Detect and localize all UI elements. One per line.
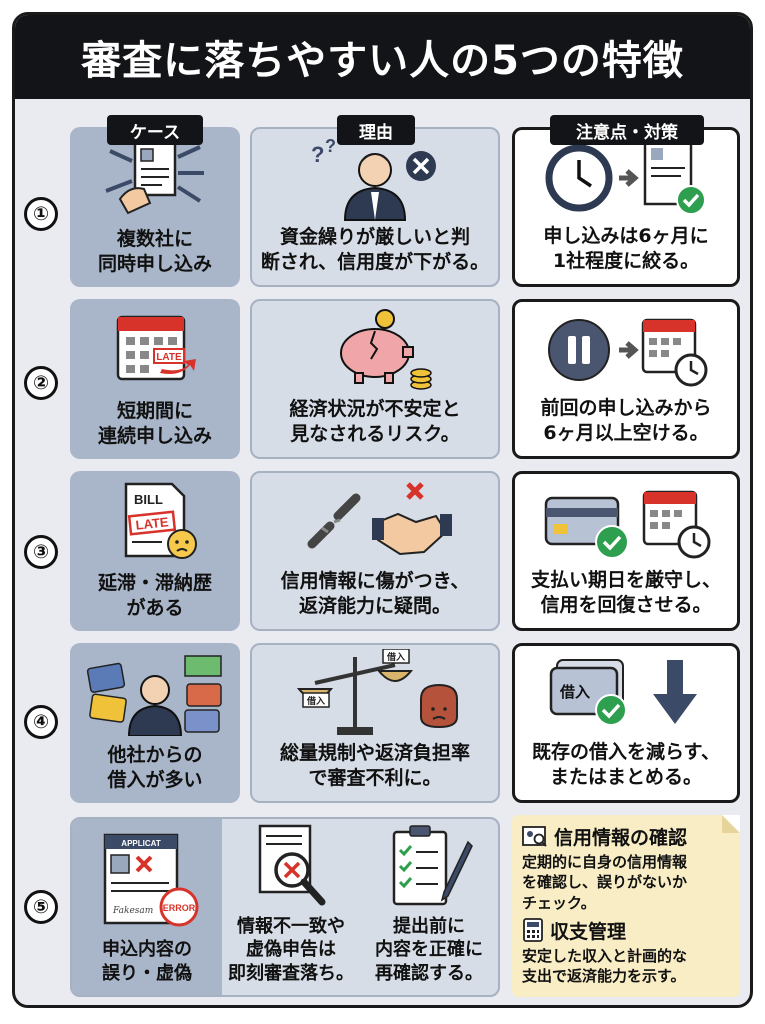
svg-text:?: ?: [311, 142, 324, 167]
reason-card-4: 借入 借入 総量規制や返済負担率 で審査不利に。: [250, 643, 500, 803]
application-error-icon: APPLICAT Fakesam ERROR: [103, 833, 199, 927]
memo-item-2-body: 安定した収入と計画的な 支出で返済能力を示す。: [522, 946, 688, 985]
memo-fold-corner: [722, 815, 740, 833]
reduce-loan-illustration: 借入: [515, 646, 737, 740]
loan-reduce-arrow-icon: 借入: [549, 658, 697, 726]
infographic-frame: 審査に落ちやすい人の5つの特徴 ケース 理由 注意点・対策 ① 複数社に 同時申…: [12, 12, 753, 1008]
error-stamp: ERROR: [163, 903, 196, 913]
clock-document-illustration: [515, 130, 737, 224]
broken-chain-handshake-illustration: [252, 473, 498, 569]
svg-text:LATE: LATE: [156, 352, 182, 363]
reason-card-3: 信用情報に傷がつき、 返済能力に疑問。: [250, 471, 500, 631]
case-text-3: 延滞・滞納歴 がある: [97, 571, 212, 619]
reason-card-5: 情報不一致や 虚偽申告は 即刻審査落ち。: [222, 819, 360, 995]
scale-right-tag: 借入: [386, 651, 405, 663]
checklist-illustration: [384, 819, 474, 915]
late-bill-illustration: BILL LATE: [70, 471, 240, 571]
header-measure: 注意点・対策: [550, 115, 704, 145]
measure-text-3: 支払い期日を厳守し、 信用を回復させる。: [530, 568, 721, 616]
case-text-1: 複数社に 同時申し込み: [97, 227, 212, 275]
memo-item-1-title: 信用情報の確認: [554, 827, 688, 849]
measure-text-4: 既存の借入を減らす、 またはまとめる。: [531, 740, 721, 788]
row-number-4: ④: [24, 705, 58, 739]
pause-to-calendar-icon: [548, 318, 708, 387]
row5-card: APPLICAT Fakesam ERROR 申込内容の 誤り・虚偽: [70, 817, 500, 997]
late-bill-icon: BILL LATE: [124, 482, 197, 559]
clipboard-checklist-icon: [392, 825, 473, 906]
case-card-5: APPLICAT Fakesam ERROR 申込内容の 誤り・虚偽: [72, 819, 222, 995]
measure-text-5: 提出前に 内容を正確に 再確認する。: [375, 915, 483, 984]
row-number-3: ③: [24, 535, 58, 569]
broken-chain-handshake-icon: [307, 482, 452, 555]
case-card-4: 他社からの 借入が多い: [70, 643, 240, 803]
credit-report-icon: [522, 825, 547, 847]
memo-item-1-header: 信用情報の確認: [522, 823, 730, 850]
case-text-4: 他社からの 借入が多い: [107, 743, 203, 791]
case-text-5: 申込内容の 誤り・虚偽: [102, 939, 192, 984]
piggy-bank-icon: [340, 308, 432, 390]
measure-text-1: 申し込みは6ヶ月に 1社程度に絞る。: [543, 224, 709, 272]
reason-text-3: 信用情報に傷がつき、 返済能力に疑問。: [280, 569, 470, 617]
header-reason: 理由: [337, 115, 415, 145]
memo-item-2-title: 収支管理: [550, 920, 627, 943]
reason-text-4: 総量規制や返済負担率 で審査不利に。: [279, 741, 470, 789]
memo-item-2-header: 収支管理: [522, 917, 730, 944]
loan-tag: 借入: [559, 683, 590, 701]
pause-calendar-illustration: [515, 302, 737, 396]
balance-scale-wallet-icon: 借入 借入: [296, 648, 458, 735]
row-number-5: ⑤: [24, 890, 58, 924]
case-card-1: 複数社に 同時申し込み: [70, 127, 240, 287]
reason-card-2: 経済状況が不安定と 見なされるリスク。: [250, 299, 500, 459]
measure-card-2: 前回の申し込みから 6ヶ月以上空ける。: [512, 299, 740, 459]
worried-businessman-icon: ? ?: [311, 136, 436, 221]
multi-apply-illustration: [70, 127, 240, 227]
application-error-illustration: APPLICAT Fakesam ERROR: [87, 819, 207, 938]
svg-text:?: ?: [325, 136, 336, 156]
late-stamp: LATE: [135, 514, 170, 532]
calendar-late-illustration: LATE: [70, 299, 240, 399]
stressed-person-cards-icon: [86, 655, 222, 736]
row-number-2: ②: [24, 366, 58, 400]
measure-text-2: 前回の申し込みから 6ヶ月以上空ける。: [540, 396, 712, 444]
measure-card-1: 申し込みは6ヶ月に 1社程度に絞る。: [512, 127, 740, 287]
reason-text-5: 情報不一致や 虚偽申告は 即刻審査落ち。: [228, 915, 354, 984]
clock-to-document-icon: [545, 140, 706, 215]
card-calendar-illustration: [515, 474, 737, 568]
documents-arrows-icon: [105, 141, 204, 215]
magnifier-document-icon: [258, 824, 326, 906]
measure-card-5: 提出前に 内容を正確に 再確認する。: [360, 819, 498, 995]
many-loans-illustration: [70, 643, 240, 743]
magnifier-document-illustration: [246, 819, 336, 915]
row-number-1: ①: [24, 197, 58, 231]
worried-person-illustration: ? ?: [252, 129, 498, 225]
calendar-late-icon: LATE: [116, 315, 196, 381]
scale-left-tag: 借入: [306, 695, 325, 707]
case-text-2: 短期間に 連続申し込み: [97, 399, 212, 447]
signature-text: Fakesam: [112, 906, 153, 916]
reason-text-2: 経済状況が不安定と 見なされるリスク。: [289, 397, 461, 445]
measure-card-3: 支払い期日を厳守し、 信用を回復させる。: [512, 471, 740, 631]
broken-piggybank-illustration: [252, 301, 498, 397]
header-case: ケース: [107, 115, 203, 145]
scale-wallet-illustration: 借入 借入: [252, 645, 498, 741]
reason-card-1: ? ? 資金繰りが厳しいと判 断され、信用度が下がる。: [250, 127, 500, 287]
page-title: 審査に落ちやすい人の5つの特徴: [15, 15, 750, 99]
calculator-icon: [523, 918, 543, 943]
measure-card-4: 借入 既存の借入を減らす、 またはまとめる。: [512, 643, 740, 803]
reason-text-1: 資金繰りが厳しいと判 断され、信用度が下がる。: [260, 225, 490, 273]
case-card-2: LATE 短期間に 連続申し込み: [70, 299, 240, 459]
memo-item-1-body: 定期的に自身の信用情報 を確認し、誤りがないか チェック。: [522, 853, 688, 912]
applicat-label: APPLICAT: [121, 839, 161, 848]
bill-label: BILL: [134, 492, 163, 507]
credit-card-calendar-icon: [544, 490, 711, 559]
tips-memo: 信用情報の確認 定期的に自身の信用情報 を確認し、誤りがないか チェック。 収支…: [512, 815, 740, 997]
case-card-3: BILL LATE 延滞・滞納歴 がある: [70, 471, 240, 631]
